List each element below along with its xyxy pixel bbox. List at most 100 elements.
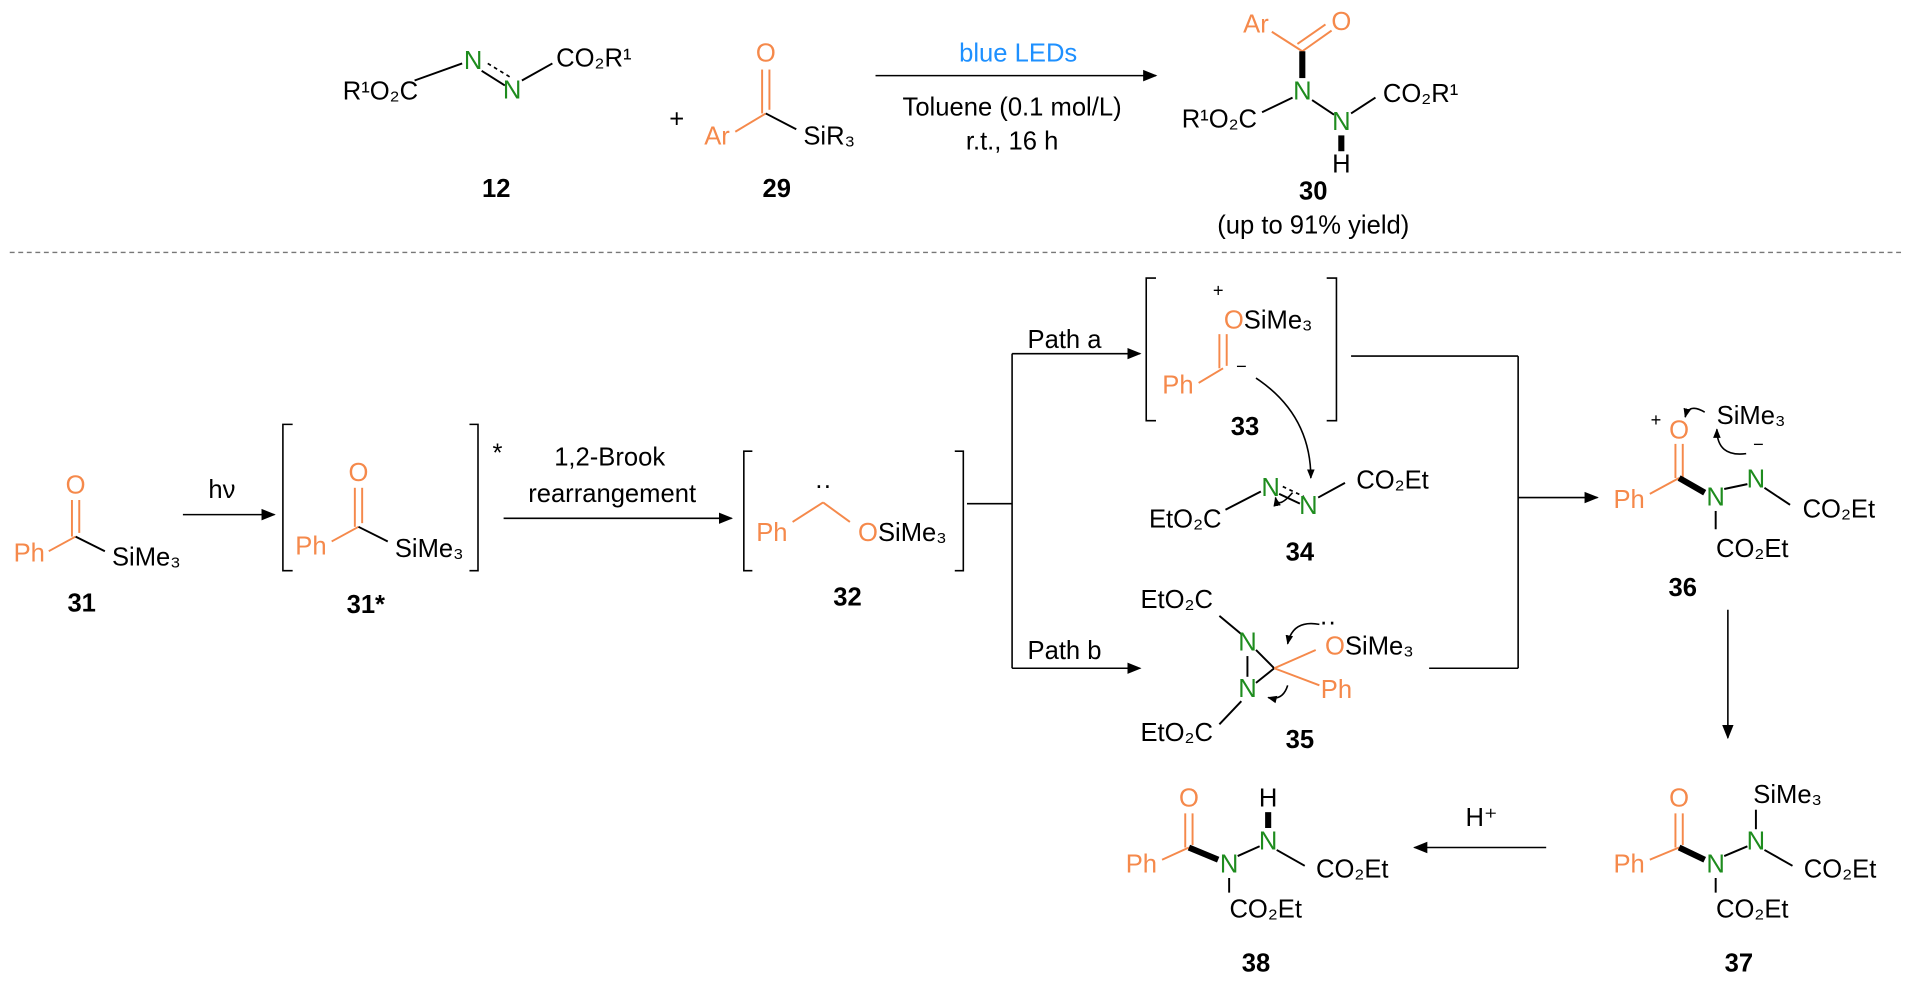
hv-label: hν (208, 476, 235, 504)
lone-pair: ·· (1319, 608, 1336, 636)
atom-n: N (1238, 675, 1256, 703)
atom-h: H (1332, 151, 1350, 179)
bond (1218, 615, 1242, 635)
compound-31: O Ph SiMe₃ 31 (14, 471, 181, 617)
bond (1273, 667, 1320, 687)
bracket-left (1145, 277, 1156, 422)
atom-o: O (1179, 785, 1199, 813)
atom-n: N (1747, 465, 1765, 493)
atom-eto2c: EtO₂C (1140, 719, 1213, 747)
atom-sime3: SiMe₃ (112, 543, 181, 571)
atom-o: O (1669, 416, 1689, 444)
atom-n: N (1259, 827, 1277, 855)
atom-n: N (1293, 77, 1311, 105)
bond (734, 112, 767, 133)
electron-push-arrow (1255, 377, 1315, 479)
branch-connector (966, 347, 1142, 674)
electron-push-arrow (1683, 407, 1706, 418)
atom-o: O (1331, 8, 1351, 36)
reaction-conditions: blue LEDs Toluene (0.1 mol/L) r.t., 16 h (875, 40, 1158, 155)
bond (822, 501, 851, 523)
bracket-right (954, 450, 965, 572)
atom-osime3: OSiMe₃ (858, 519, 947, 547)
atom-n: N (503, 76, 521, 104)
bond (1317, 482, 1346, 499)
path-b-label: Path b (1028, 637, 1102, 665)
atom-co2et: CO₂Et (1229, 896, 1302, 924)
atom-sime3: SiMe₃ (395, 535, 464, 563)
bond (792, 501, 824, 523)
compound-label: 34 (1286, 538, 1315, 566)
compound-31-excited: * O Ph SiMe₃ 31* (282, 423, 503, 619)
atom-ph: Ph (1613, 486, 1644, 514)
bond (1261, 96, 1293, 114)
atom-ph: Ph (1126, 851, 1157, 879)
bond (1161, 846, 1190, 861)
atom-ph: Ph (295, 532, 326, 560)
atom-co2et: CO₂Et (1804, 855, 1877, 883)
compound-label: 31 (67, 590, 95, 618)
bond (1278, 493, 1301, 505)
atom-osime3: OSiMe₃ (1224, 307, 1313, 335)
atom-n: N (1706, 484, 1724, 512)
charge-plus: + (1213, 280, 1224, 301)
bond (1218, 700, 1243, 726)
atom-n: N (1299, 492, 1317, 520)
bracket-right (469, 423, 479, 572)
atom-ph: Ph (1162, 371, 1193, 399)
atom-eto2c: EtO₂C (1140, 586, 1213, 614)
compound-label: 12 (482, 175, 510, 203)
atom-n: N (464, 47, 482, 75)
atom-sime3: SiMe₃ (1753, 781, 1822, 809)
bond (1271, 30, 1303, 53)
compound-label: 30 (1299, 177, 1327, 205)
bond (1763, 849, 1793, 867)
bond (331, 525, 359, 543)
brook-label-2: rearrangement (528, 480, 696, 508)
yield-text: (up to 91% yield) (1217, 212, 1409, 240)
atom-ar: Ar (704, 123, 730, 151)
bond (1724, 483, 1748, 490)
atom-h: H (1259, 785, 1277, 813)
bond (1763, 486, 1791, 506)
bond (481, 69, 506, 87)
bond (48, 535, 77, 553)
atom-r1o2c: R¹O₂C (343, 77, 418, 105)
bond (1649, 846, 1680, 861)
atom-n: N (1261, 474, 1279, 502)
atom-ph: Ph (1613, 851, 1644, 879)
bond (1255, 667, 1275, 684)
electron-push-arrow (1267, 685, 1289, 704)
atom-r1o2c: R¹O₂C (1182, 106, 1257, 134)
atom-osime3: OSiMe₃ (1325, 632, 1414, 660)
compound-33: + OSiMe₃ Ph − 33 (1145, 277, 1338, 441)
compound-29: O Ar SiR₃ 29 (704, 40, 855, 203)
compound-label: 38 (1242, 949, 1270, 977)
atom-ph: Ph (1321, 676, 1352, 704)
atom-ph: Ph (14, 540, 45, 568)
bond (1296, 23, 1327, 45)
compound-label: 31* (347, 591, 385, 619)
compound-label: 35 (1286, 726, 1314, 754)
compound-label: 36 (1669, 574, 1697, 602)
bond (1273, 649, 1317, 670)
acid-label: H⁺ (1466, 804, 1498, 832)
bond (414, 62, 463, 82)
solvent: Toluene (0.1 mol/L) (903, 93, 1122, 121)
compound-35: EtO₂C N N ·· OSiMe₃ Ph EtO₂C 35 (1140, 586, 1413, 754)
atom-sir3: SiR₃ (803, 123, 855, 151)
atom-n: N (1332, 108, 1350, 136)
lone-pair: ·· (815, 471, 832, 499)
bond (1187, 844, 1220, 863)
compound-label: 29 (763, 175, 791, 203)
atom-eto2c: EtO₂C (1149, 505, 1222, 533)
compound-37: SiMe₃ N O Ph N CO₂Et CO₂Et 37 (1613, 781, 1876, 977)
bond (1311, 99, 1335, 116)
atom-co2et: CO₂Et (1716, 896, 1789, 924)
compound-30: Ar O N R¹O₂C N CO₂R¹ H 30 (up to 91% yie… (1182, 8, 1459, 240)
electron-push-arrow (1273, 492, 1294, 507)
bond (1255, 649, 1275, 669)
plus-sign: + (669, 106, 684, 134)
electron-push-arrow (1285, 622, 1320, 645)
merge-connector (1351, 355, 1599, 670)
